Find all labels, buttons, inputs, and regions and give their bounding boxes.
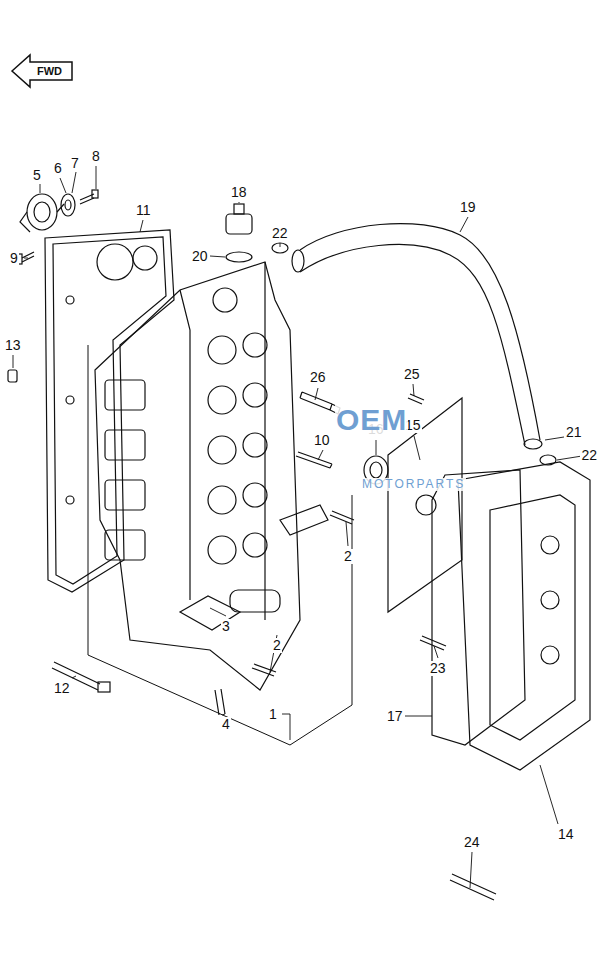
- thermostat-cover: [14, 190, 98, 264]
- callout-number: 4: [221, 717, 231, 732]
- callout-number: 17: [386, 709, 404, 724]
- callout-number: 22: [271, 226, 289, 241]
- callout-number: 2: [343, 549, 353, 564]
- watermark: OEM: [335, 404, 408, 436]
- callout-number: 13: [4, 338, 22, 353]
- cylinder-head: [95, 262, 328, 690]
- head-cover: [458, 462, 590, 770]
- callout-number: 1: [268, 707, 278, 722]
- watermark: MOTORPARTS: [361, 478, 466, 491]
- callout-number: 22: [580, 448, 598, 463]
- callout-number: 3: [221, 619, 231, 634]
- callout-number: 12: [53, 681, 71, 696]
- callout-number: 10: [313, 433, 331, 448]
- callout-number: 26: [309, 370, 327, 385]
- sensor: [300, 392, 340, 414]
- fwd-arrow: [12, 55, 72, 87]
- bolt: [296, 452, 332, 468]
- dowel-pin: [8, 370, 17, 382]
- fasteners: [52, 394, 496, 900]
- direction-label: FWD: [36, 65, 63, 77]
- callout-number: 19: [459, 200, 477, 215]
- breather-hose: [272, 224, 556, 465]
- callout-number: 11: [135, 203, 152, 218]
- callout-number: 25: [403, 367, 421, 382]
- callout-number: 24: [463, 835, 481, 850]
- callout-number: 23: [429, 661, 447, 676]
- callout-number: 8: [91, 149, 101, 164]
- callout-number: 20: [191, 249, 209, 264]
- cap-plug: [226, 204, 252, 262]
- cover-gasket: [432, 470, 525, 745]
- callout-number: 9: [9, 251, 19, 266]
- callout-number: 5: [32, 168, 42, 183]
- callout-number: 21: [565, 425, 583, 440]
- callout-number: 14: [557, 827, 575, 842]
- callout-number: 6: [53, 161, 63, 176]
- callout-number: 18: [230, 185, 248, 200]
- callout-number: 7: [70, 156, 80, 171]
- leader-lines: [13, 166, 582, 888]
- callout-number: 2: [272, 638, 282, 653]
- assembly-bracket: [88, 345, 352, 745]
